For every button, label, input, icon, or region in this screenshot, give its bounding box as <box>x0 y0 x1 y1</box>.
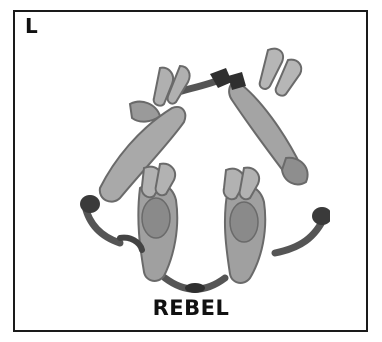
formation-caption: REBEL <box>0 296 382 320</box>
bottom-grip <box>185 283 205 293</box>
diver-lower-right <box>224 168 330 283</box>
panel-letter: L <box>25 16 38 36</box>
diver-upper-right <box>228 49 308 185</box>
skydiver-formation-illustration <box>60 38 330 298</box>
